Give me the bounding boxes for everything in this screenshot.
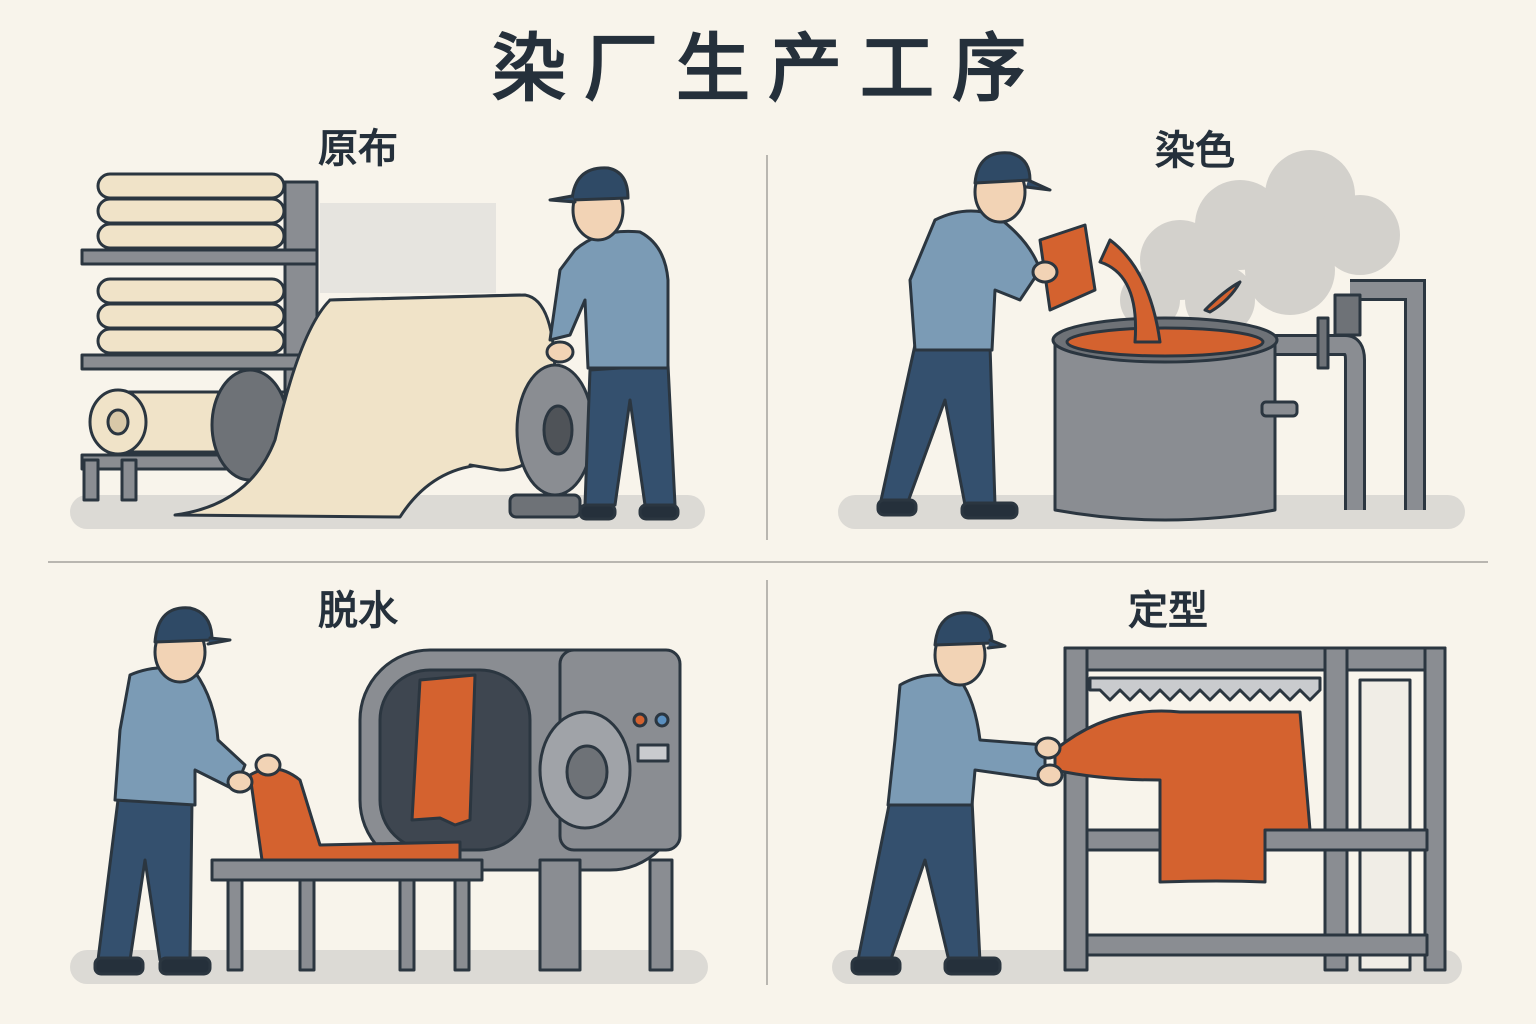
- pipe: [1270, 279, 1426, 510]
- step-panel-dyeing: 染色: [838, 128, 1465, 529]
- step-label: 原布: [318, 126, 398, 172]
- step-label: 染色: [1155, 128, 1235, 174]
- dye-vat: [1051, 238, 1299, 522]
- step-panel-heat-setting: 定型: [832, 588, 1462, 984]
- worker-pouring-dye: [876, 151, 1097, 520]
- page-title: 染厂生产工序: [492, 26, 1044, 112]
- fabric-roll-machine: [173, 293, 595, 519]
- worker: [850, 611, 1064, 976]
- step-label: 脱水: [318, 588, 399, 634]
- step-panel-raw-fabric: 原布: [70, 126, 705, 529]
- step-label: 定型: [1128, 588, 1208, 634]
- worker: [545, 166, 680, 521]
- wall-panel: [320, 203, 496, 293]
- step-panel-dewatering: 脱水: [70, 588, 708, 984]
- worker: [93, 606, 282, 976]
- work-table: [210, 767, 484, 972]
- centrifuge-machine: [358, 648, 682, 972]
- stenter-frame: [1053, 646, 1447, 972]
